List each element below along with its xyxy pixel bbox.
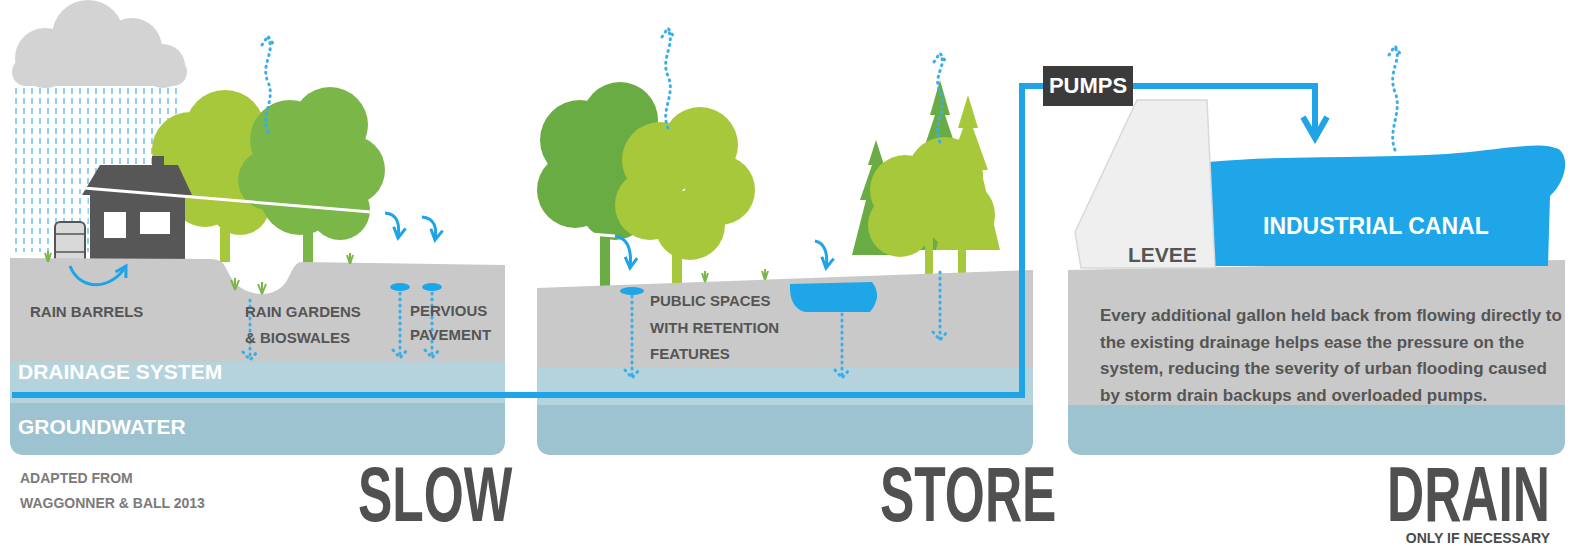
round-tree (868, 137, 995, 275)
dark-tree (310, 180, 370, 240)
infiltration-arrow (385, 213, 399, 238)
feature-label: PUBLIC SPACES WITH RETENTION FEATURES (650, 288, 795, 368)
evaporation-arrow (662, 28, 674, 128)
node-shape (10, 258, 505, 455)
band-label: DRAINAGE SYSTEM (18, 361, 222, 382)
store-panel: STORE (537, 268, 1033, 455)
house (104, 212, 126, 238)
house (85, 195, 88, 222)
rain-barrel (55, 222, 85, 264)
source-note: ADAPTED FROM WAGGONNER & BALL 2013 (20, 466, 218, 516)
runoff-arrow (60, 186, 815, 241)
rain-cloud (12, 0, 187, 88)
infiltration-arrow (615, 236, 630, 268)
house (152, 156, 164, 170)
node-shape (537, 405, 1033, 455)
panel-subheading: ONLY IF NECESSARY (1406, 531, 1550, 545)
panel-heading: STORE (880, 455, 1056, 533)
node-shape (1208, 146, 1565, 266)
store-panel (537, 268, 1033, 455)
drain-panel: Every additional gallon held back from f… (1068, 258, 1565, 455)
light-tree (615, 107, 755, 287)
evaporation-arrow (262, 28, 1401, 150)
grass-tuft (702, 271, 708, 282)
rain-barrel (55, 222, 85, 264)
rain-barrel (55, 234, 85, 252)
feature-label: RAIN GARDENS & BIOSWALES (245, 299, 370, 351)
band-label: GROUNDWATER (18, 416, 186, 437)
infiltration-arrow (422, 217, 436, 240)
evaporation-arrow (934, 53, 946, 142)
drain-panel (1068, 258, 1565, 455)
node-shape (10, 403, 505, 455)
infiltration-arrow (815, 241, 827, 268)
canal-label: INDUSTRIAL CANAL (1263, 215, 1489, 238)
grass-tuft (762, 269, 768, 280)
node-shape (10, 362, 505, 403)
house (90, 193, 185, 268)
evaporation-arrow (262, 36, 274, 132)
node-shape (790, 282, 877, 312)
house (82, 156, 192, 268)
round-tree (868, 193, 932, 257)
pump-box: PUMPS (1043, 66, 1133, 106)
levee-shape: LEVEE (1075, 100, 1220, 270)
canal-water (1208, 138, 1565, 268)
panel-heading: DRAIN (1387, 455, 1550, 533)
node-shape (1068, 405, 1565, 455)
body-text: Every additional gallon held back from f… (1100, 303, 1562, 409)
canal-water: INDUSTRIAL CANAL (1208, 138, 1565, 268)
levee-label: LEVEE (1128, 244, 1197, 265)
panel-heading: SLOW (358, 455, 512, 533)
dark-tree (238, 87, 385, 264)
feature-label: PERVIOUS PAVEMENT (410, 299, 502, 347)
node-shape (1068, 260, 1565, 455)
house (82, 165, 192, 195)
light-tree (655, 190, 725, 260)
pump-label: PUMPS (1043, 75, 1133, 97)
runoff-arrow (60, 186, 492, 222)
runoff-arrow (760, 240, 815, 241)
runoff-arrow (528, 229, 615, 236)
round-tree (925, 180, 995, 250)
rain-cloud (12, 58, 187, 86)
node-shape (537, 270, 1033, 455)
grass-tuft (258, 282, 266, 294)
node-shape (1075, 100, 1215, 268)
grass-tuft (347, 253, 353, 264)
evaporation-arrow (1389, 46, 1401, 150)
dark-tree (238, 150, 298, 210)
house (140, 212, 170, 234)
node-shape (537, 368, 1033, 405)
feature-label: RAIN BARRELS (30, 299, 143, 325)
